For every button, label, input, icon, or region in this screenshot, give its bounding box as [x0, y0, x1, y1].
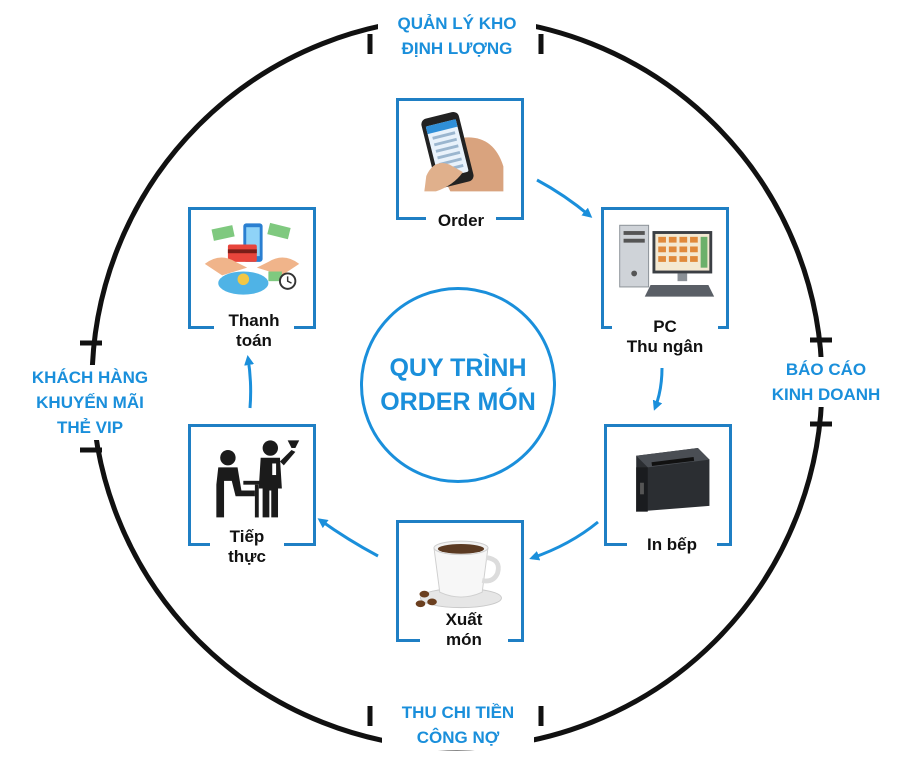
receipt-printer-icon	[615, 433, 721, 519]
step-payment	[188, 207, 316, 329]
step-label-line: Xuất	[445, 610, 483, 629]
outer-label-line: BÁO CÁO	[785, 360, 867, 379]
arrow-service-to-payment	[244, 355, 255, 409]
flow-arrows	[244, 178, 664, 561]
step-label-line: toán	[236, 331, 272, 350]
step-order	[396, 98, 524, 220]
arrow-serve-to-service	[317, 518, 379, 558]
payment-icon	[199, 216, 305, 302]
center-title-line: QUY TRÌNH	[389, 354, 527, 382]
step-pc-label: PC Thu ngân	[612, 317, 718, 357]
outer-label-inventory: QUẢN LÝ KHO ĐỊNH LƯỢNG	[378, 11, 536, 61]
coffee-cup-icon	[407, 529, 513, 615]
outer-label-line: THU CHI TIỀN	[401, 703, 515, 722]
step-pc	[601, 207, 729, 329]
step-service-label: Tiếp thực	[210, 527, 284, 567]
step-label-line: Order	[437, 211, 485, 230]
step-label-line: Thanh	[228, 311, 280, 330]
step-payment-label: Thanh toán	[214, 311, 294, 351]
outer-label-customers: KHÁCH HÀNG KHUYẾN MÃI THẺ VIP	[10, 365, 170, 440]
outer-label-line: ĐỊNH LƯỢNG	[401, 39, 513, 58]
arrow-pc-to-kitchen	[652, 367, 664, 411]
outer-label-line: KINH DOANH	[771, 385, 881, 404]
outer-label-line: THẺ VIP	[56, 418, 124, 437]
outer-label-line: KHUYẾN MÃI	[36, 393, 144, 412]
step-kitchen	[604, 424, 732, 546]
step-label-line: thực	[228, 547, 266, 566]
center-title-line: ORDER MÓN	[380, 388, 536, 416]
center-title: QUY TRÌNH ORDER MÓN	[360, 287, 556, 483]
outer-label-line: KHÁCH HÀNG	[31, 368, 149, 387]
arrow-order-to-pc	[536, 178, 593, 218]
step-kitchen-label: In bếp	[627, 535, 717, 555]
arrow-kitchen-to-serve	[529, 520, 599, 561]
pos-computer-icon	[612, 216, 718, 302]
outer-label-line: CÔNG NỢ	[416, 728, 500, 747]
step-serve-label: Xuất món	[420, 610, 508, 650]
outer-label-finance: THU CHI TIỀN CÔNG NỢ	[382, 700, 534, 750]
smartphone-icon	[407, 107, 513, 193]
outer-label-reports: BÁO CÁO KINH DOANH	[752, 357, 900, 407]
step-order-label: Order	[426, 211, 496, 231]
step-label-line: PC	[653, 317, 677, 336]
step-service	[188, 424, 316, 546]
step-label-line: Thu ngân	[626, 337, 704, 356]
step-label-line: món	[446, 630, 482, 649]
step-label-line: In bếp	[646, 535, 698, 554]
waiter-serving-icon	[199, 433, 305, 519]
step-label-line: Tiếp	[229, 527, 265, 546]
ring-terminators	[80, 34, 832, 726]
outer-label-line: QUẢN LÝ KHO	[397, 14, 517, 33]
